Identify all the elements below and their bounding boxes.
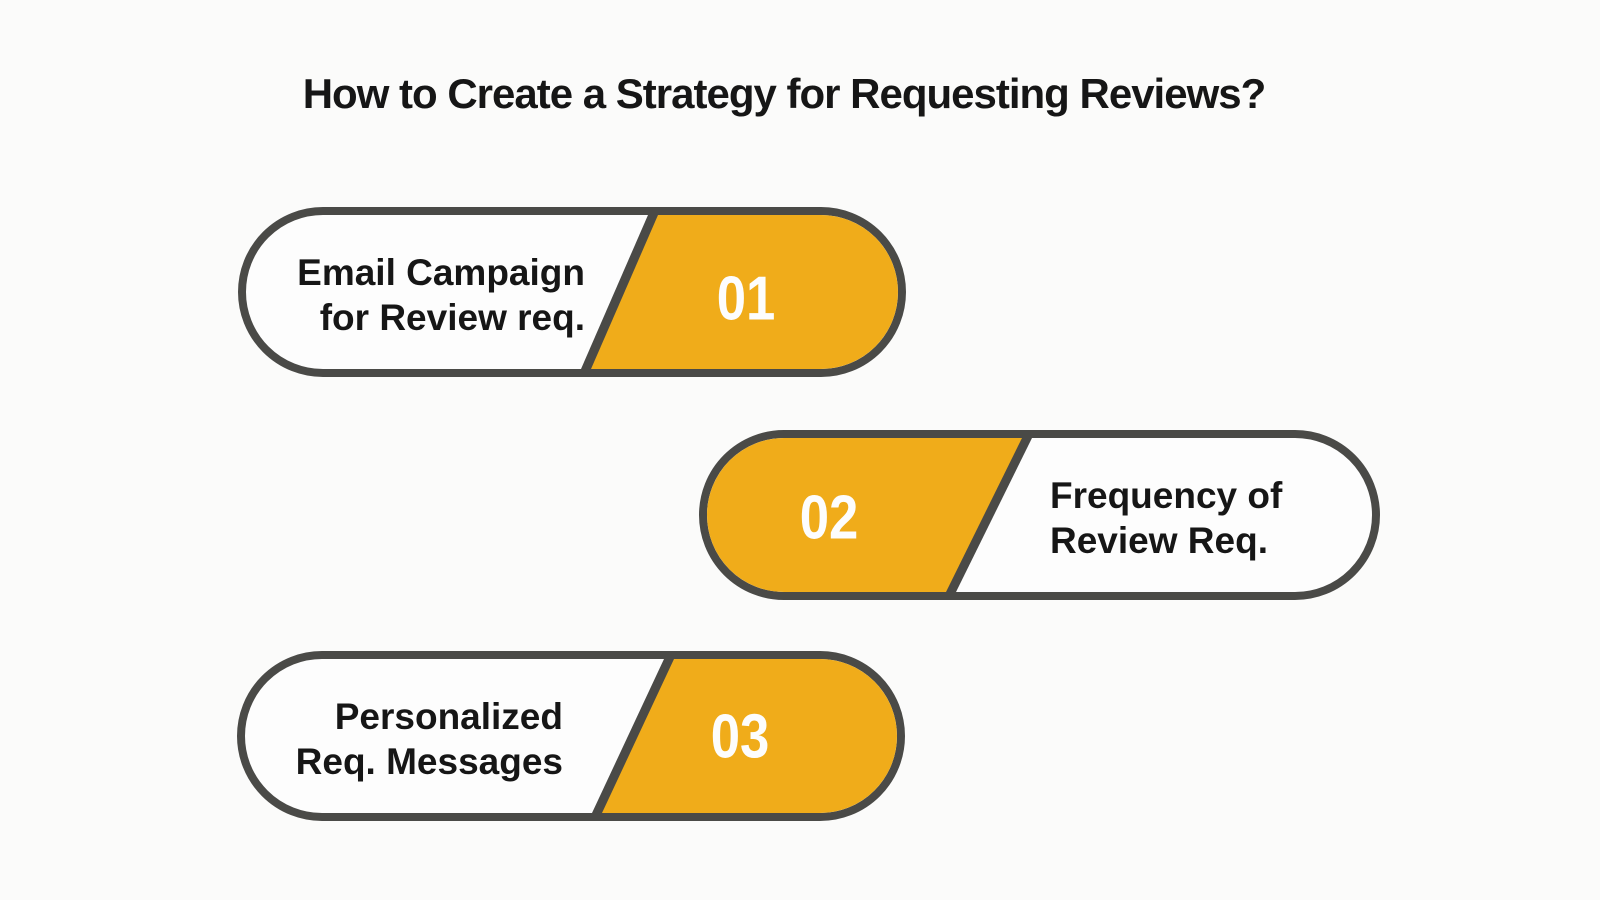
step-1-label-line1: Email Campaign [297,252,585,293]
step-pill-2: Frequency of Review Req. 02 [699,430,1380,600]
step-2-label: Frequency of Review Req. [1050,438,1350,592]
step-2-number: 02 [799,483,859,553]
step-3-label-line1: Personalized [334,696,563,737]
step-pill-1: Email Campaign for Review req. 01 [238,207,906,377]
step-pill-3: Personalized Req. Messages 03 [237,651,905,821]
step-1-label-line2: for Review req. [319,297,585,338]
step-1-number: 01 [716,264,776,334]
step-2-label-line2: Review Req. [1050,520,1268,561]
step-2-label-line1: Frequency of [1050,475,1283,516]
step-3-label-line2: Req. Messages [295,741,563,782]
step-3-label: Personalized Req. Messages [245,659,563,813]
page-title: How to Create a Strategy for Requesting … [302,70,1267,117]
step-1-label: Email Campaign for Review req. [246,215,585,369]
step-3-number: 03 [710,702,770,772]
